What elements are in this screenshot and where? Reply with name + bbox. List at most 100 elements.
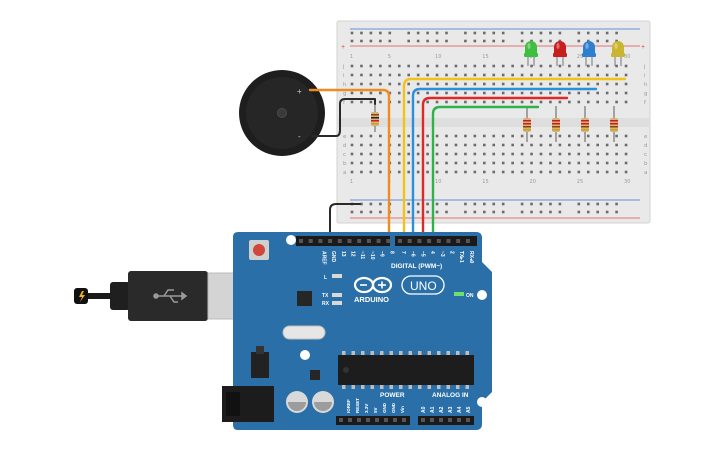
header-pin-hole <box>384 418 388 422</box>
breadboard-hole <box>530 73 533 77</box>
column-number: 30 <box>624 54 630 60</box>
breadboard-hole <box>473 134 477 138</box>
breadboard-hole <box>435 64 439 68</box>
rail-hole <box>577 31 581 35</box>
digital-pin-label: AREF <box>320 251 326 265</box>
piezo-buzzer[interactable]: + - <box>239 70 325 156</box>
breadboard-hole <box>539 82 543 86</box>
rail-hole <box>350 39 354 43</box>
rail-hole <box>577 210 581 214</box>
analog-label: ANALOG IN <box>432 392 469 399</box>
breadboard-hole <box>615 82 618 86</box>
breadboard-hole <box>492 73 496 77</box>
led-red[interactable] <box>553 41 567 66</box>
row-letter: d <box>644 143 648 149</box>
breadboard-hole <box>586 73 590 77</box>
breadboard-hole <box>577 143 581 147</box>
breadboard-hole <box>483 170 486 174</box>
header-pin-hole <box>456 239 461 243</box>
rail-hole <box>530 202 533 206</box>
column-number: 1 <box>350 54 353 60</box>
rail-hole <box>350 210 354 214</box>
capacitor-2 <box>312 391 334 413</box>
led-yellow[interactable] <box>611 41 625 66</box>
breadboard-hole <box>549 64 552 68</box>
rail-hole <box>379 31 382 35</box>
breadboard-hole <box>407 64 410 68</box>
breadboard-hole <box>511 100 514 104</box>
breadboard-hole <box>615 91 618 95</box>
breadboard-hole <box>501 73 505 77</box>
breadboard-hole <box>492 100 496 104</box>
breadboard-hole <box>558 134 562 138</box>
breadboard-hole <box>568 170 571 174</box>
capacitor-1 <box>286 391 308 413</box>
rail-hole <box>483 39 486 43</box>
breadboard-hole <box>360 64 363 68</box>
rail-hole <box>549 31 552 35</box>
breadboard-hole <box>416 100 420 104</box>
breadboard-hole <box>473 73 477 77</box>
breadboard-hole <box>511 134 514 138</box>
breadboard-hole <box>624 170 628 174</box>
rail-hole <box>416 202 420 206</box>
header-pin-hole <box>430 418 434 422</box>
breadboard-hole <box>454 152 458 156</box>
led-blue[interactable] <box>582 41 596 66</box>
breadboard-hole <box>473 82 477 86</box>
mount-hole-4 <box>300 350 310 360</box>
rail-hole <box>360 202 363 206</box>
breadboard-hole <box>530 161 533 165</box>
breadboard-hole <box>520 73 524 77</box>
wire-green-pin4 <box>431 105 540 238</box>
column-number: 15 <box>482 54 488 60</box>
reset-button[interactable] <box>253 244 265 256</box>
breadboard-hole <box>445 100 448 104</box>
wire-black-gnd <box>329 203 361 237</box>
breadboard-hole <box>605 91 609 95</box>
rail-hole <box>360 39 363 43</box>
breadboard-hole <box>435 143 439 147</box>
led-green[interactable] <box>524 41 538 66</box>
breadboard-hole <box>350 170 354 174</box>
analog-pin-label: A1 <box>430 406 436 413</box>
rail-hole <box>426 39 429 43</box>
digital-pin-holes <box>299 239 470 243</box>
rail-hole <box>558 39 562 43</box>
bottom-pin-holes <box>339 418 470 422</box>
rail-hole <box>445 210 448 214</box>
breadboard-hole <box>520 91 524 95</box>
row-letter: e <box>343 134 347 140</box>
voltage-regulator <box>251 352 269 378</box>
digital-pin-label: ~11 <box>359 251 365 259</box>
breadboard-hole <box>492 143 496 147</box>
breadboard-hole <box>473 161 477 165</box>
breadboard-hole <box>511 64 514 68</box>
breadboard-hole <box>407 170 410 174</box>
breadboard-hole <box>586 170 590 174</box>
mount-hole-3 <box>477 397 487 407</box>
breadboard-hole <box>416 170 420 174</box>
crystal <box>282 325 326 340</box>
digital-pin-label: RX◂0 <box>468 251 474 263</box>
breadboard-hole <box>426 170 429 174</box>
breadboard-hole <box>501 64 505 68</box>
rail-hole <box>520 39 524 43</box>
breadboard-hole <box>511 73 514 77</box>
rail-hole <box>577 202 581 206</box>
power-pin-label: Vin <box>400 406 405 413</box>
breadboard-hole <box>501 152 505 156</box>
breadboard-hole <box>369 152 373 156</box>
rail-hole <box>369 210 373 214</box>
breadboard-hole <box>615 143 618 147</box>
breadboard-hole <box>596 161 599 165</box>
breadboard-hole <box>539 134 543 138</box>
breadboard-hole <box>605 152 609 156</box>
row-letter: a <box>343 170 346 176</box>
header-pin-hole <box>308 239 313 243</box>
digital-label: DIGITAL (PWM~) <box>391 263 442 270</box>
rail-hole <box>539 210 543 214</box>
rail-hole <box>615 39 618 43</box>
